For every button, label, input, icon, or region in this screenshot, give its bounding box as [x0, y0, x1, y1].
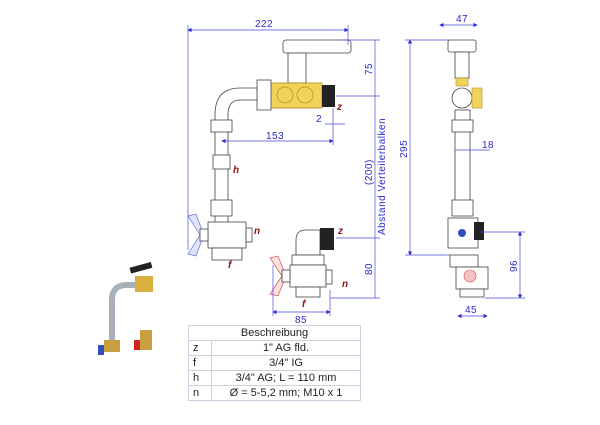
- ball-valve: [207, 221, 247, 249]
- dimension-lines: [187, 22, 525, 319]
- row-value: 3/4" AG; L = 110 mm: [211, 370, 361, 386]
- dim-96: 96: [509, 260, 520, 272]
- main-assembly-front: [187, 39, 352, 261]
- label-n: n: [254, 226, 260, 237]
- pipe-nut-lower: [210, 199, 233, 217]
- valve-stem: [287, 52, 307, 84]
- dim-153: 153: [266, 131, 284, 142]
- product-photo: [98, 261, 153, 355]
- valve-outlet: [211, 247, 243, 261]
- small-threaded-nut: [320, 228, 334, 250]
- dim-80: 80: [364, 263, 375, 275]
- dim-85: 85: [295, 315, 307, 326]
- row-value: Ø = 5-5,2 mm; M10 x 1: [211, 385, 361, 401]
- pipe-nut: [210, 119, 233, 133]
- label-f-small: f: [302, 299, 307, 310]
- small-ball-valve: [289, 264, 327, 288]
- lever-handle: [282, 39, 352, 54]
- threaded-nut-z: [322, 85, 335, 107]
- row-value: 3/4" IG: [211, 355, 361, 371]
- label-n-small: n: [342, 279, 348, 290]
- table-header: Beschreibung: [188, 325, 361, 341]
- union-nut: [256, 79, 272, 111]
- side-view: [447, 39, 489, 298]
- row-value: 1" AG fld.: [211, 340, 361, 356]
- dim-295: 295: [399, 140, 410, 158]
- dim-18: 18: [482, 140, 494, 151]
- brass-valve-body: [269, 82, 323, 109]
- label-h: h: [233, 165, 239, 176]
- dim-distance-label: Abstand Verteilerbalken: [377, 118, 388, 235]
- hex-fitting: [212, 154, 231, 170]
- label-z: z: [336, 102, 342, 113]
- dim-222: 222: [255, 19, 273, 30]
- row-key: f: [188, 355, 212, 371]
- row-key: n: [188, 385, 212, 401]
- dim-2: 2: [316, 114, 322, 125]
- small-elbow: [295, 229, 321, 256]
- small-assembly-front: [269, 228, 334, 298]
- row-key: z: [188, 340, 212, 356]
- dim-200: (200): [364, 159, 375, 185]
- dim-45: 45: [465, 305, 477, 316]
- label-z-small: z: [337, 226, 343, 237]
- dim-47: 47: [456, 14, 468, 25]
- row-key: h: [188, 370, 212, 386]
- label-f: f: [228, 260, 233, 271]
- dim-75: 75: [364, 63, 375, 75]
